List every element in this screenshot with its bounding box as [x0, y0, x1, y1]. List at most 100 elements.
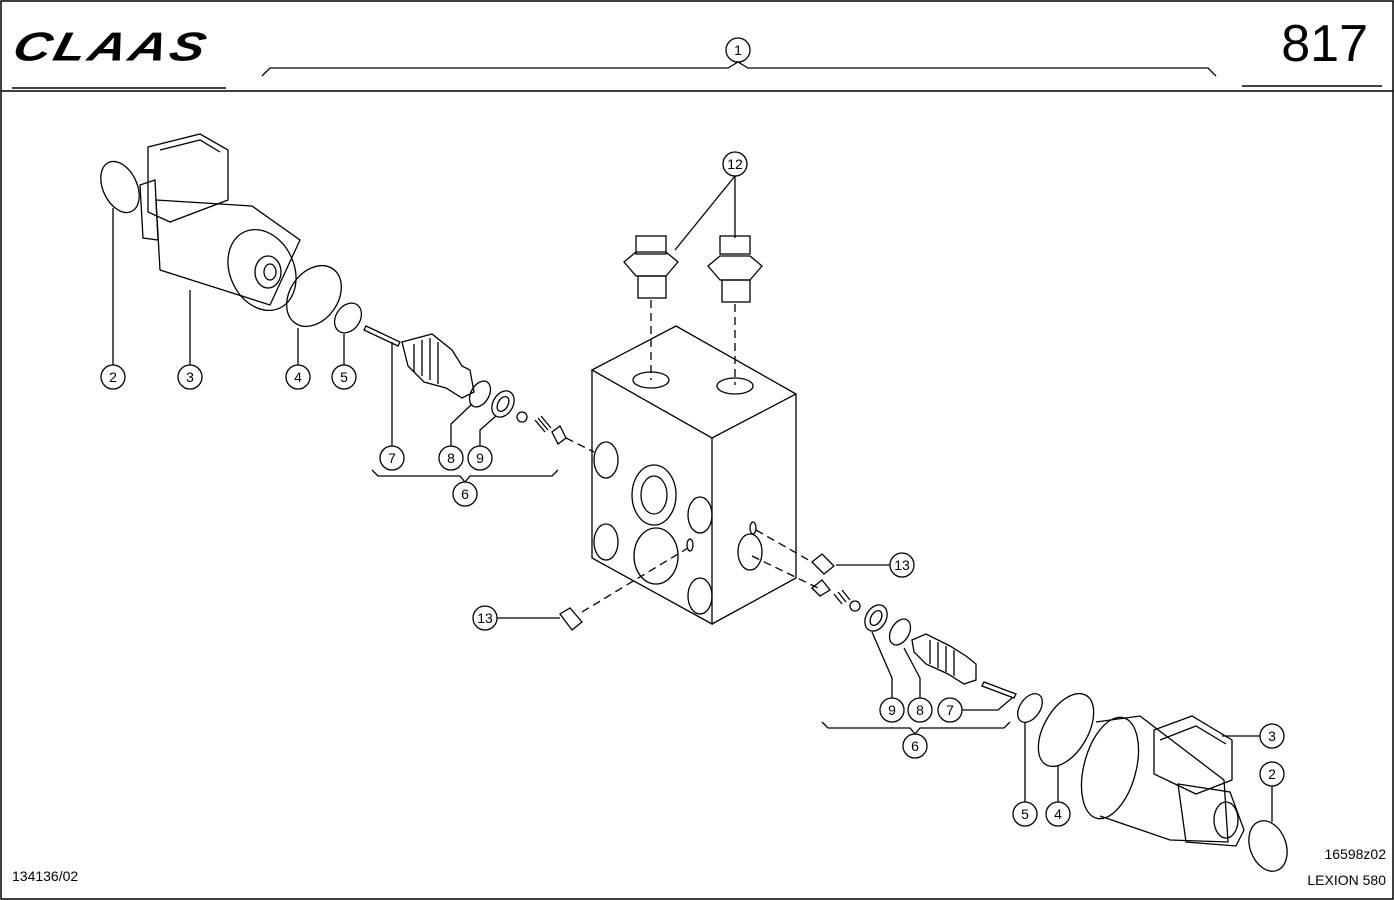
pin-7-upper	[363, 325, 401, 347]
figure-code: 16598z02	[1324, 846, 1386, 862]
callout-label: 8	[447, 450, 455, 466]
callout-c8b: 8	[907, 697, 933, 723]
callout-circle	[1259, 761, 1285, 787]
callout-label: 5	[340, 369, 348, 385]
dash-13-lower	[581, 547, 689, 613]
leader-7-lower	[962, 697, 1013, 711]
group-bracket-6-lower	[821, 721, 1011, 736]
plug-13-upper	[811, 553, 835, 575]
drawing-reference: 134136/02	[12, 868, 79, 884]
callout-c3b: 3	[1259, 723, 1285, 749]
spring-upper	[534, 415, 552, 433]
callout-c9b: 9	[879, 697, 905, 723]
o-ring-8-lower	[888, 618, 912, 646]
callout-label: 4	[1054, 806, 1062, 822]
callout-c2a: 2	[100, 364, 126, 390]
callout-circle	[1045, 801, 1071, 827]
callout-label: 13	[477, 610, 493, 626]
leader-8-lower	[903, 647, 921, 698]
callout-label: 2	[1268, 766, 1276, 782]
callout-circle	[331, 364, 357, 390]
callout-c6b: 6	[902, 733, 928, 759]
valve-block	[590, 325, 798, 626]
callout-label: 3	[186, 369, 194, 385]
callout-label: 1	[734, 42, 742, 58]
callout-c13a: 13	[889, 552, 915, 578]
o-ring-5-lower	[1017, 693, 1043, 723]
assembly-bracket-1	[261, 61, 1217, 77]
callout-label: 6	[911, 738, 919, 754]
solenoid-coil-upper	[100, 133, 301, 312]
callout-circle	[472, 605, 498, 631]
o-ring-8-upper	[468, 380, 492, 408]
callout-circle	[902, 733, 928, 759]
washer-9-upper	[491, 390, 515, 418]
leader-8-upper	[450, 403, 473, 446]
callout-label: 7	[388, 450, 396, 466]
callout-circle	[379, 445, 405, 471]
callout-circle	[285, 364, 311, 390]
callout-circle	[467, 445, 493, 471]
leader-block-upper	[565, 437, 595, 453]
callout-c1: 1	[725, 37, 751, 63]
callout-label: 4	[294, 369, 302, 385]
callout-circle	[100, 364, 126, 390]
callout-c4b: 4	[1045, 801, 1071, 827]
leader-9-lower	[871, 631, 893, 698]
callout-circle	[1259, 723, 1285, 749]
plug-lower	[811, 579, 831, 597]
washer-9-upper-inner	[496, 395, 510, 413]
callout-label: 5	[1021, 806, 1029, 822]
callout-circle	[177, 364, 203, 390]
o-ring-5-upper	[333, 302, 363, 334]
spring-lower	[833, 589, 851, 605]
plug-upper	[551, 425, 567, 445]
valve-cartridge-lower	[911, 633, 977, 685]
callout-c2b: 2	[1259, 761, 1285, 787]
leader-12	[674, 175, 736, 251]
callout-c3a: 3	[177, 364, 203, 390]
callout-circle	[725, 37, 751, 63]
dash-13-upper	[755, 529, 813, 563]
callout-c7b: 7	[937, 697, 963, 723]
callout-label: 13	[894, 557, 910, 573]
callout-c8a: 8	[438, 445, 464, 471]
callout-circle	[722, 151, 748, 177]
callout-circle	[438, 445, 464, 471]
callout-label: 12	[727, 156, 743, 172]
callout-c12: 12	[722, 151, 748, 177]
callout-c9a: 9	[467, 445, 493, 471]
ball-upper	[516, 411, 528, 423]
callout-circle	[889, 552, 915, 578]
callout-label: 9	[476, 450, 484, 466]
o-ring-2-lower	[1248, 820, 1288, 872]
o-ring-4-upper	[286, 265, 342, 327]
callout-label: 6	[461, 486, 469, 502]
callout-circle	[937, 697, 963, 723]
callout-c5a: 5	[331, 364, 357, 390]
callout-circle	[879, 697, 905, 723]
callout-circle	[452, 481, 478, 507]
fitting-12-right	[707, 235, 763, 385]
callout-c6a: 6	[452, 481, 478, 507]
callout-label: 7	[946, 702, 954, 718]
o-ring-4-lower	[1037, 693, 1095, 767]
callout-label: 2	[109, 369, 117, 385]
washer-9-lower-inner	[869, 609, 883, 627]
pin-7-lower	[981, 681, 1017, 699]
callout-c5b: 5	[1012, 801, 1038, 827]
callout-label: 9	[888, 702, 896, 718]
callout-label: 3	[1268, 728, 1276, 744]
callout-label: 8	[916, 702, 924, 718]
callout-c7a: 7	[379, 445, 405, 471]
washer-9-lower	[864, 604, 888, 632]
callout-c4a: 4	[285, 364, 311, 390]
ball-lower	[849, 600, 861, 612]
callout-circle	[907, 697, 933, 723]
page-number: 817	[1281, 15, 1368, 73]
fitting-12-left	[623, 235, 679, 380]
machine-model: LEXION 580	[1307, 872, 1386, 888]
group-bracket-6-upper	[371, 469, 559, 484]
